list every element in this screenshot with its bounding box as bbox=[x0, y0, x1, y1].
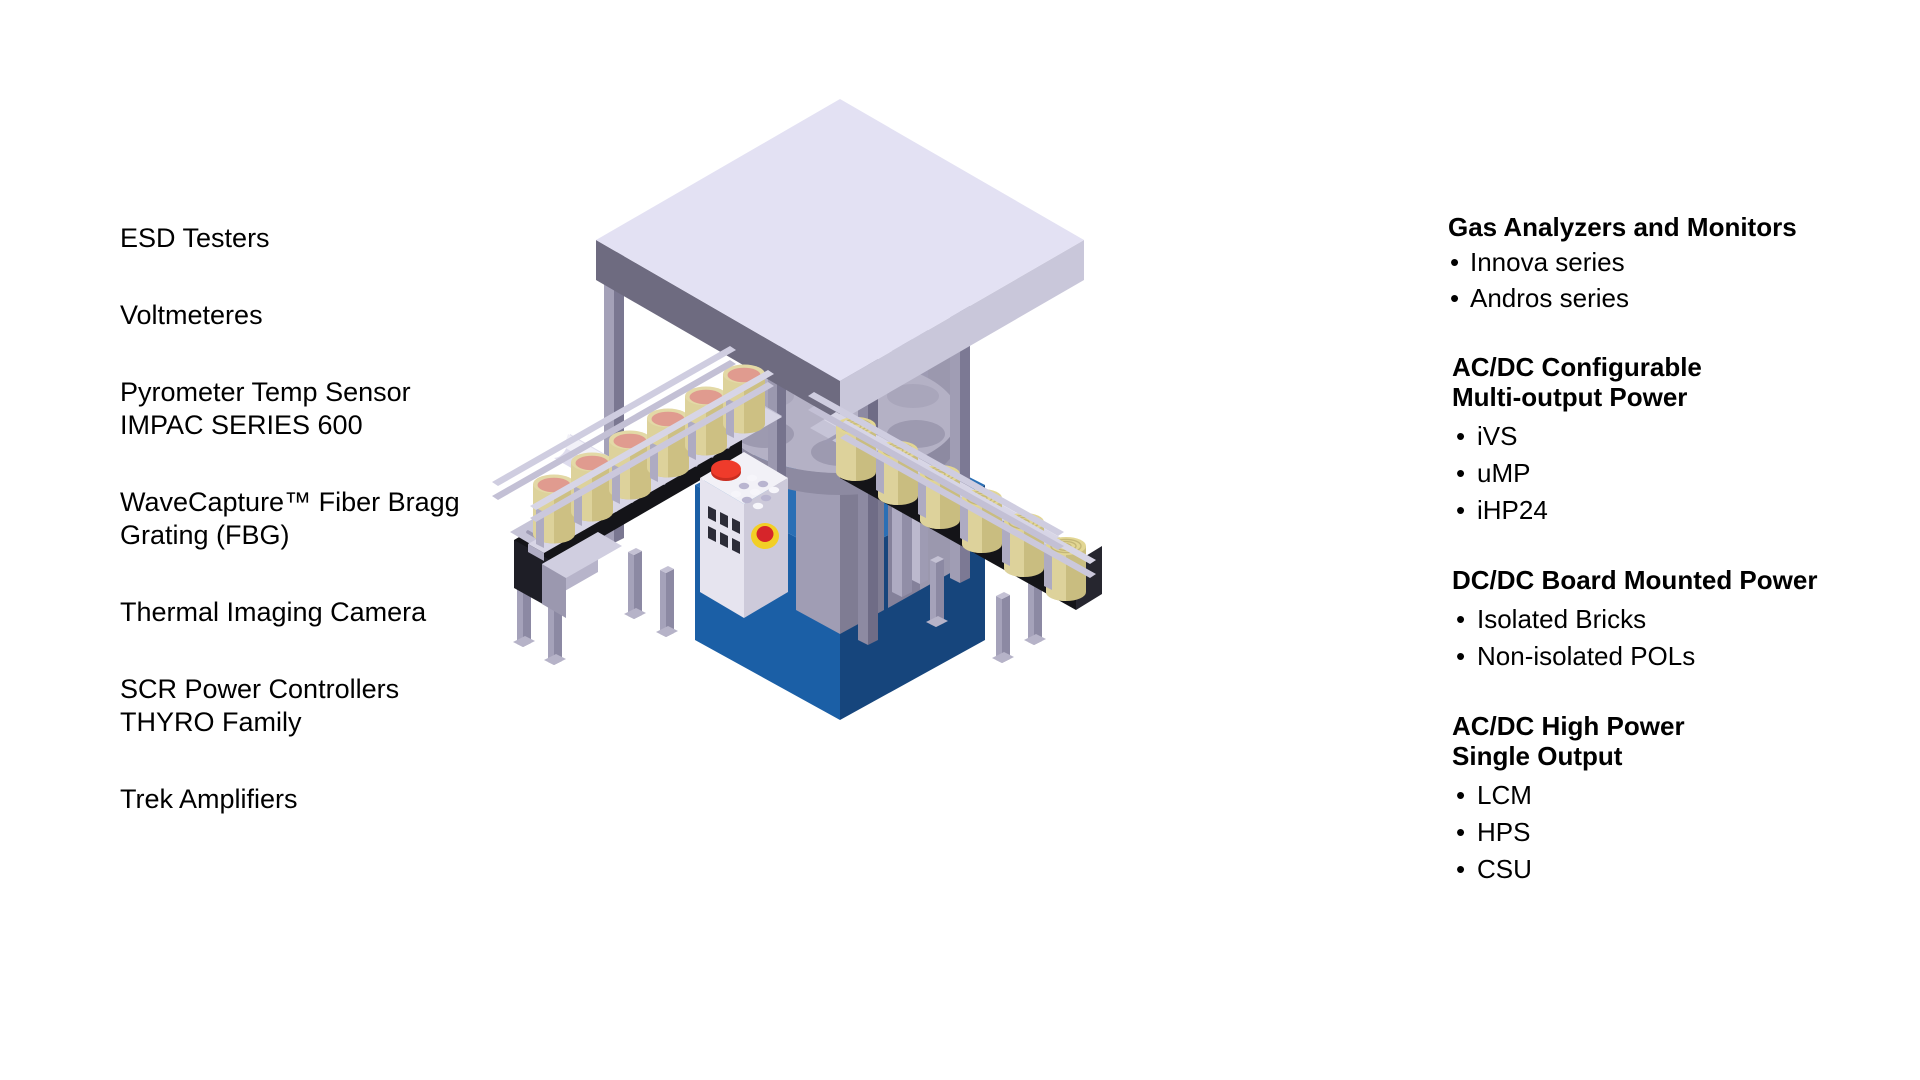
group-title: Gas Analyzers and Monitors bbox=[1448, 212, 1797, 242]
list-item: uMP bbox=[1452, 455, 1882, 492]
group-bullets: Innova series Andros series bbox=[1448, 244, 1882, 317]
emergency-stop-button[interactable] bbox=[751, 523, 779, 549]
machine-canopy bbox=[596, 99, 1084, 421]
list-item: Andros series bbox=[1448, 280, 1882, 317]
list-item: WaveCapture™ Fiber Bragg Grating (FBG) bbox=[120, 487, 460, 550]
group-title: AC/DC Configurable Multi-output Power bbox=[1452, 352, 1702, 412]
left-conveyor bbox=[492, 346, 782, 665]
list-item: ESD Testers bbox=[120, 223, 270, 253]
left-instrument-list: ESD Testers Voltmeteres Pyrometer Temp S… bbox=[120, 222, 590, 816]
right-conveyor bbox=[808, 392, 1102, 663]
group-title: DC/DC Board Mounted Power bbox=[1452, 565, 1818, 595]
list-item: Pyrometer Temp Sensor IMPAC SERIES 600 bbox=[120, 377, 411, 440]
list-item: LCM bbox=[1452, 777, 1882, 814]
round-button-grid[interactable] bbox=[730, 474, 780, 510]
list-item: Trek Amplifiers bbox=[120, 784, 298, 814]
list-item: Voltmeteres bbox=[120, 300, 263, 330]
product-group-gas-analyzers: Gas Analyzers and Monitors Innova series… bbox=[1448, 212, 1882, 317]
list-item: Non-isolated POLs bbox=[1452, 638, 1882, 675]
group-bullets: LCM HPS CSU bbox=[1452, 777, 1882, 888]
group-bullets: iVS uMP iHP24 bbox=[1452, 418, 1882, 529]
list-item: Thermal Imaging Camera bbox=[120, 597, 427, 627]
list-item: Innova series bbox=[1448, 244, 1882, 281]
control-panel[interactable] bbox=[700, 452, 788, 618]
list-item: iHP24 bbox=[1452, 492, 1882, 529]
group-title: AC/DC High Power Single Output bbox=[1452, 711, 1685, 771]
product-group-dcdc-board-mounted: DC/DC Board Mounted Power Isolated Brick… bbox=[1452, 565, 1882, 675]
square-button-grid[interactable] bbox=[708, 506, 740, 554]
list-item: Isolated Bricks bbox=[1452, 601, 1882, 638]
list-item: iVS bbox=[1452, 418, 1882, 455]
product-group-acdc-high-power: AC/DC High Power Single Output LCM HPS C… bbox=[1452, 711, 1882, 888]
list-item: SCR Power Controllers THYRO Family bbox=[120, 674, 400, 737]
canning-machine-illustration bbox=[492, 99, 1160, 780]
group-bullets: Isolated Bricks Non-isolated POLs bbox=[1452, 601, 1882, 675]
right-product-list: Gas Analyzers and Monitors Innova series… bbox=[1448, 212, 1882, 888]
list-item: CSU bbox=[1452, 851, 1882, 888]
red-button-cap[interactable] bbox=[711, 460, 741, 478]
list-item: HPS bbox=[1452, 814, 1882, 851]
product-group-acdc-configurable: AC/DC Configurable Multi-output Power iV… bbox=[1452, 352, 1882, 529]
